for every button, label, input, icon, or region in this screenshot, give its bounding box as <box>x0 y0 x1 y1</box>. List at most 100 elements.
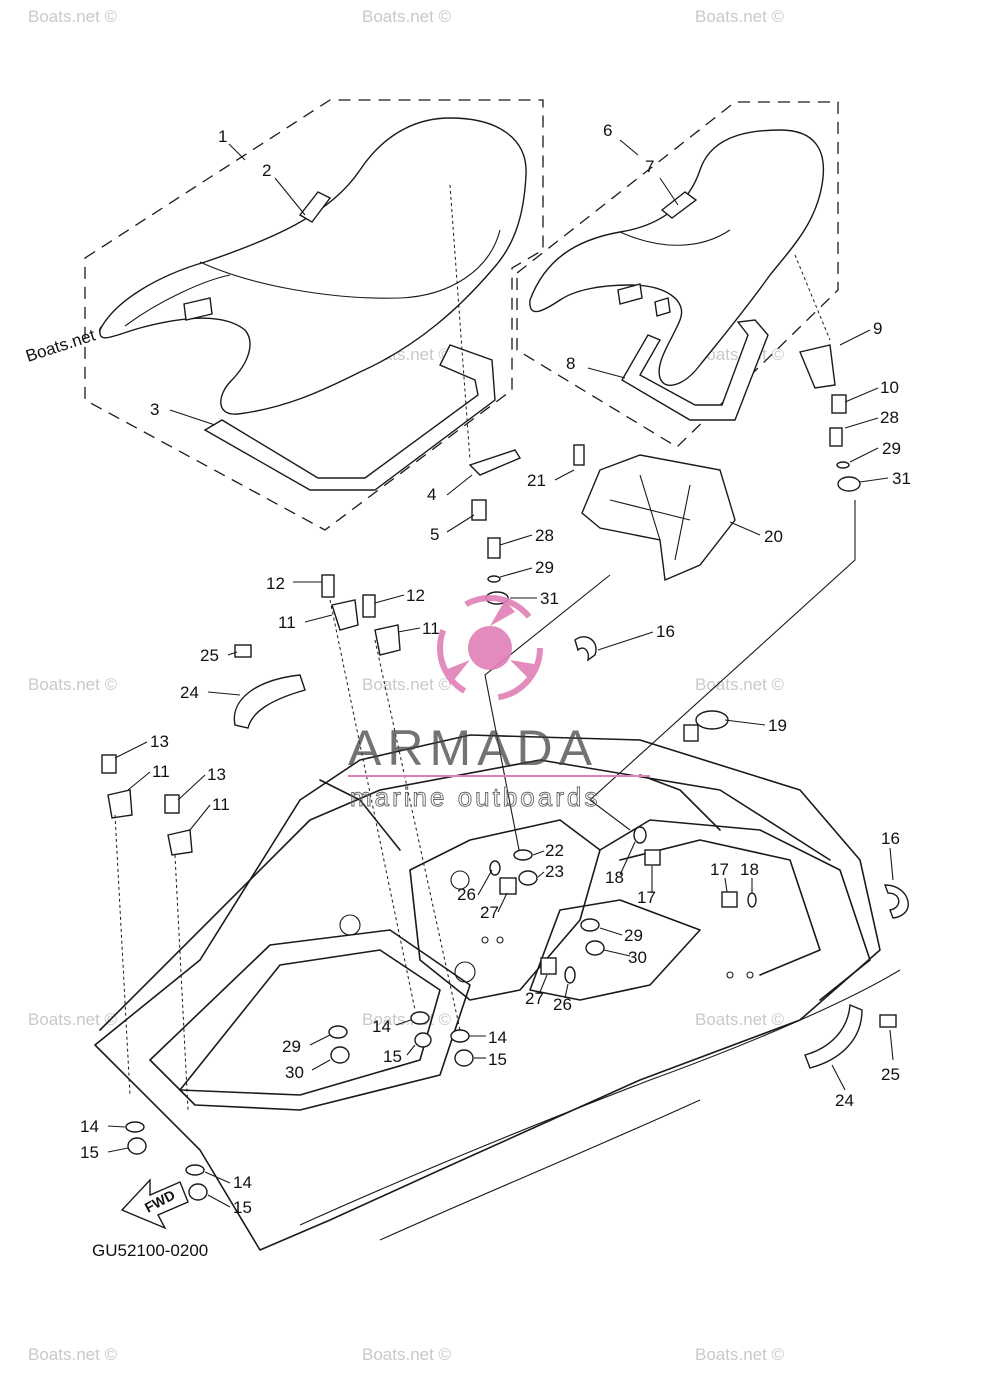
grip-cover <box>233 674 306 729</box>
screw <box>321 574 335 598</box>
bolt <box>471 499 487 521</box>
watermark-text: Boats.net © <box>695 1010 785 1029</box>
nut <box>414 1032 432 1048</box>
washer <box>328 1025 348 1039</box>
callout-label: 11 <box>212 795 230 814</box>
callout-label: 14 <box>80 1117 99 1136</box>
callout-label: 10 <box>880 378 899 397</box>
callout-label: 12 <box>406 586 425 605</box>
callout-label: 20 <box>764 527 783 546</box>
callout-label: 2 <box>262 161 271 180</box>
alignment-line <box>174 854 189 1111</box>
bolt <box>879 1014 897 1028</box>
front-seat-group-outline <box>84 99 544 531</box>
callout-label: 14 <box>372 1017 391 1036</box>
washer <box>747 892 757 908</box>
callout-label: 15 <box>80 1143 99 1162</box>
callout-label: 5 <box>430 525 439 544</box>
washer <box>125 1121 145 1133</box>
nut <box>499 877 517 895</box>
eye-bolt <box>695 710 729 730</box>
watermark-text: Boats.net © <box>695 7 785 26</box>
nut <box>644 849 661 866</box>
bolt <box>573 444 585 466</box>
callout-label: 31 <box>892 469 911 488</box>
callout-label: 11 <box>152 762 170 781</box>
callout-label: 11 <box>422 619 440 638</box>
watermark-text: Boats.net © <box>362 7 452 26</box>
stud <box>487 537 501 559</box>
callout-label: 12 <box>266 574 285 593</box>
forward-arrow: FWD <box>120 1178 189 1230</box>
callout-label: 15 <box>233 1198 252 1217</box>
callout-label: 22 <box>545 841 564 860</box>
stud <box>829 427 843 447</box>
callout-label: 14 <box>488 1028 507 1047</box>
washer <box>489 860 501 876</box>
brand-tagline: marine outboards <box>350 782 600 812</box>
brand-name: ARMADA <box>348 720 598 776</box>
alignment-line <box>114 814 131 1096</box>
watermark-text: Boats.net © <box>28 1010 118 1029</box>
callout-label: 21 <box>527 471 546 490</box>
callout-label: 4 <box>427 485 436 504</box>
seat-hook-bracket <box>799 344 836 389</box>
callout-label: 24 <box>835 1091 854 1110</box>
watermark-dark: Boats.net © <box>23 320 114 366</box>
washer <box>564 966 576 984</box>
callout-label: 11 <box>278 613 296 632</box>
watermark-text: Boats.net © <box>362 675 452 694</box>
front-seat-frame <box>203 344 496 491</box>
watermark-text: Boats.net © <box>362 1345 452 1364</box>
clip <box>107 789 133 819</box>
callout-label: 25 <box>200 646 219 665</box>
callout-label: 27 <box>525 989 544 1008</box>
callout-label: 25 <box>881 1065 900 1084</box>
screw <box>362 594 376 618</box>
alignment-line <box>374 639 461 1031</box>
callout-label: 17 <box>637 888 656 907</box>
rear-seat <box>529 129 824 387</box>
screw <box>101 754 117 774</box>
watermark-text: Boats.net © <box>28 675 118 694</box>
clip <box>331 599 359 631</box>
armada-logo <box>437 595 543 701</box>
callout-label: 16 <box>656 622 675 641</box>
watermarks: Boats.net © Boats.net © Boats.net © Boat… <box>28 7 785 1364</box>
callout-label: 1 <box>218 127 227 146</box>
rubber-cushion <box>585 940 605 956</box>
bolt <box>234 644 252 658</box>
callout-label: 28 <box>880 408 899 427</box>
u-bolt <box>883 884 909 919</box>
callout-label: 13 <box>150 732 169 751</box>
callout-label: 24 <box>180 683 199 702</box>
seat-hook-bracket <box>468 449 522 476</box>
callout-label: 29 <box>882 439 901 458</box>
callout-label: 14 <box>233 1173 252 1192</box>
callout-labels: 1 2 3 4 5 6 7 8 9 10 28 29 31 21 20 28 2… <box>80 121 911 1217</box>
callout-label: 18 <box>740 860 759 879</box>
watermark-text: Boats.net © <box>28 1345 118 1364</box>
diagram-code: GU52100-0200 <box>92 1241 208 1260</box>
nut <box>127 1137 147 1155</box>
nut <box>540 957 557 975</box>
storage-tray <box>581 454 736 582</box>
nut <box>454 1049 474 1067</box>
callout-label: 27 <box>480 903 499 922</box>
callout-label: 31 <box>540 589 559 608</box>
callout-label: 17 <box>710 860 729 879</box>
nut <box>721 891 738 908</box>
callout-label: 15 <box>488 1050 507 1069</box>
callout-label: 30 <box>285 1063 304 1082</box>
callout-label: 26 <box>457 885 476 904</box>
alignment-line <box>449 184 471 461</box>
callout-label: 8 <box>566 354 575 373</box>
alignment-line <box>329 599 416 1011</box>
watermark-text: Boats.net © <box>28 7 118 26</box>
deck-hull <box>94 734 901 1251</box>
washer <box>450 1029 470 1043</box>
rubber-cushion <box>518 870 538 886</box>
callout-label: 19 <box>768 716 787 735</box>
